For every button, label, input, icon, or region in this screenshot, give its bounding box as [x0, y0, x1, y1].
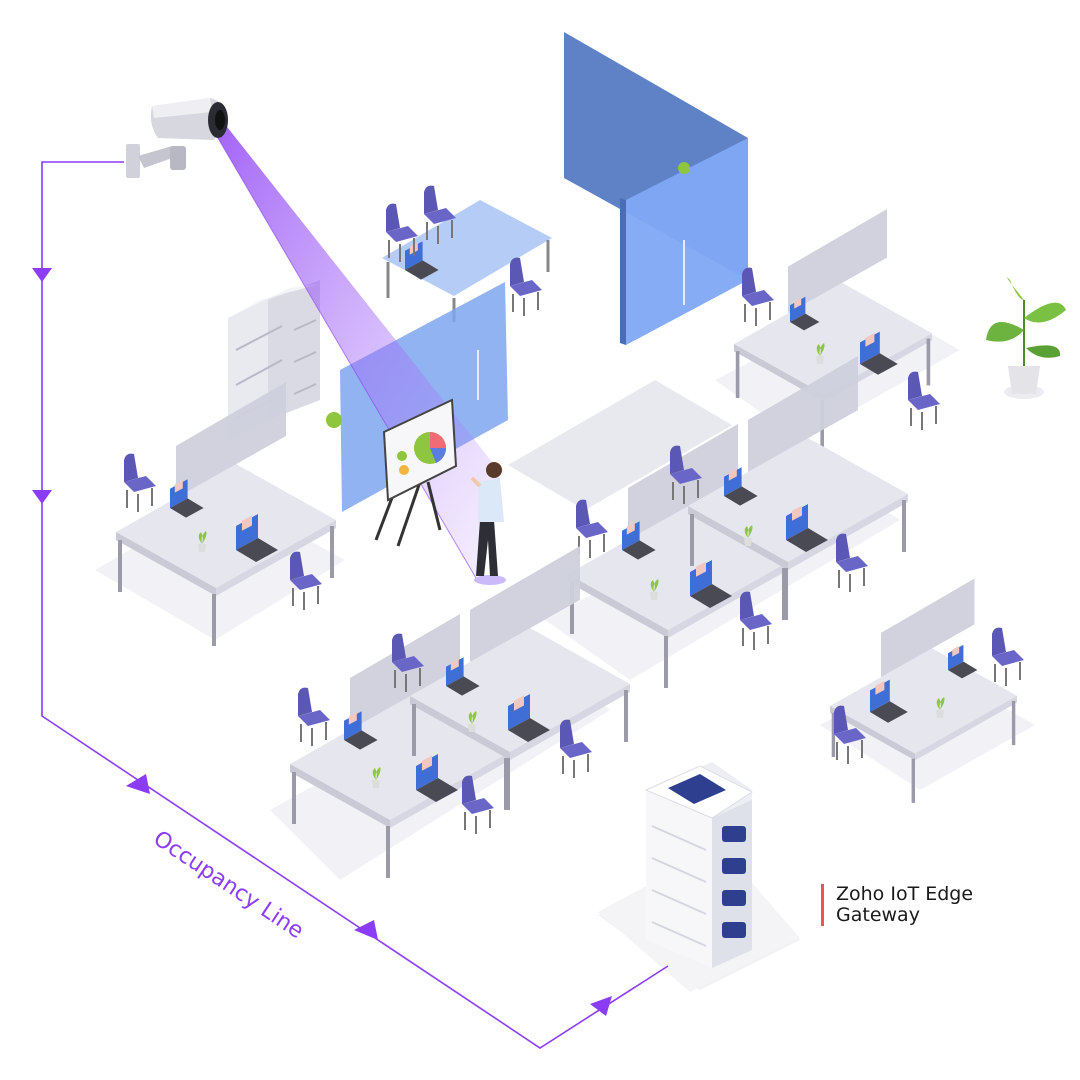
person-presenter: [470, 462, 506, 585]
occupancy-line-path: [41, 161, 669, 1049]
arrow-down-icon: [32, 268, 52, 282]
glass-conference-table: [382, 184, 552, 322]
cctv-camera-icon: [126, 98, 228, 178]
gateway-label-line2: Gateway: [836, 904, 920, 926]
potted-plant: [986, 277, 1066, 399]
occupancy-line-label: Occupancy Line: [149, 826, 308, 944]
arrow-right-icon: [590, 996, 612, 1016]
gateway-label: Zoho IoT Edge Gateway: [821, 884, 973, 926]
arrow-right-icon: [126, 774, 150, 794]
arrow-right-icon: [354, 920, 378, 940]
whiteboard-easel: [374, 398, 458, 547]
edge-gateway-server-icon: [598, 762, 800, 992]
floor-rug: [508, 380, 732, 510]
gateway-label-line1: Zoho IoT Edge: [836, 883, 974, 905]
occupancy-line-arrows: [32, 268, 612, 1016]
arrow-down-icon: [32, 490, 52, 504]
glass-meeting-room: [564, 32, 748, 345]
